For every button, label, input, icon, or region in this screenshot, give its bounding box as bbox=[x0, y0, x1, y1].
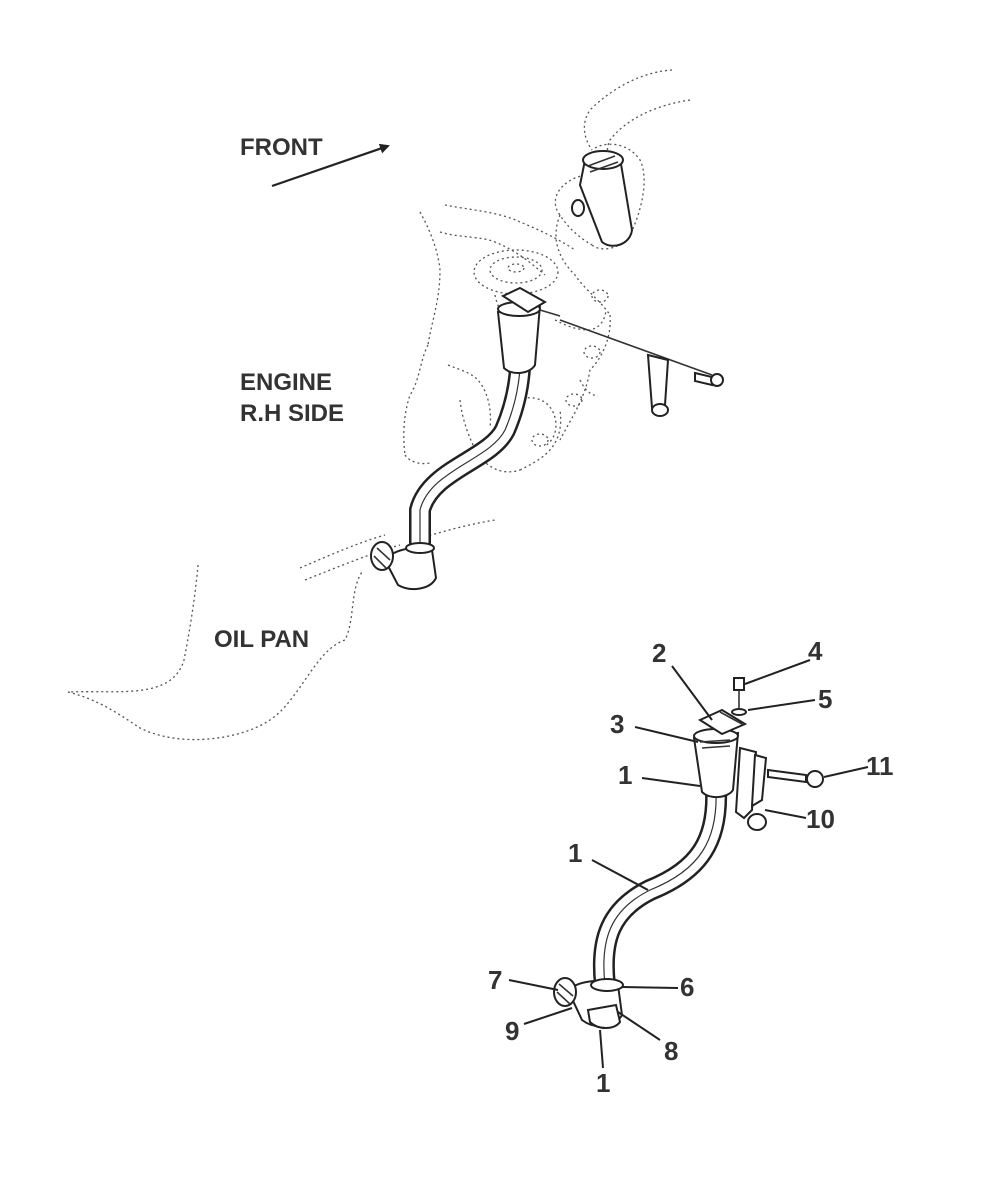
callout-5: 5 bbox=[818, 684, 832, 714]
installed-breather-pipe bbox=[370, 286, 561, 591]
lower-elbow bbox=[553, 977, 624, 1029]
callout-3: 3 bbox=[610, 709, 624, 739]
front-label: FRONT bbox=[240, 134, 323, 161]
engine-label-line2: R.H SIDE bbox=[240, 400, 344, 427]
callout-10: 10 bbox=[806, 804, 835, 834]
engine-outline bbox=[299, 69, 691, 581]
oil-pan-outline bbox=[67, 564, 363, 741]
exploded-view: 2 3 1 1 4 5 11 10 6 7 9 8 1 bbox=[488, 636, 894, 1098]
front-arrow-icon bbox=[271, 143, 390, 188]
breather-hose bbox=[592, 779, 728, 996]
washer bbox=[731, 708, 747, 716]
bolt bbox=[733, 677, 745, 708]
breather-cap bbox=[697, 708, 748, 736]
callout-9: 9 bbox=[505, 1016, 519, 1046]
bracket bbox=[734, 746, 768, 831]
callout-4: 4 bbox=[808, 636, 823, 666]
installed-bracket bbox=[559, 319, 724, 417]
callout-6: 6 bbox=[680, 972, 694, 1002]
hose-clamp bbox=[590, 978, 624, 992]
callout-1-upper: 1 bbox=[618, 760, 632, 790]
callout-8: 8 bbox=[664, 1036, 678, 1066]
installed-view: FRONT bbox=[67, 69, 724, 741]
callout-1-hose: 1 bbox=[568, 838, 582, 868]
upper-fitting bbox=[692, 728, 740, 798]
engine-label-line1: ENGINE bbox=[240, 369, 332, 396]
callout-1-lower: 1 bbox=[596, 1068, 610, 1098]
leader-lines bbox=[508, 659, 869, 1069]
callout-11: 11 bbox=[866, 751, 894, 781]
callout-2: 2 bbox=[652, 638, 666, 668]
bolt-11 bbox=[767, 768, 824, 788]
oil-pan-label: OIL PAN bbox=[214, 626, 309, 653]
callout-7: 7 bbox=[488, 965, 502, 995]
intake-hose bbox=[571, 150, 634, 247]
